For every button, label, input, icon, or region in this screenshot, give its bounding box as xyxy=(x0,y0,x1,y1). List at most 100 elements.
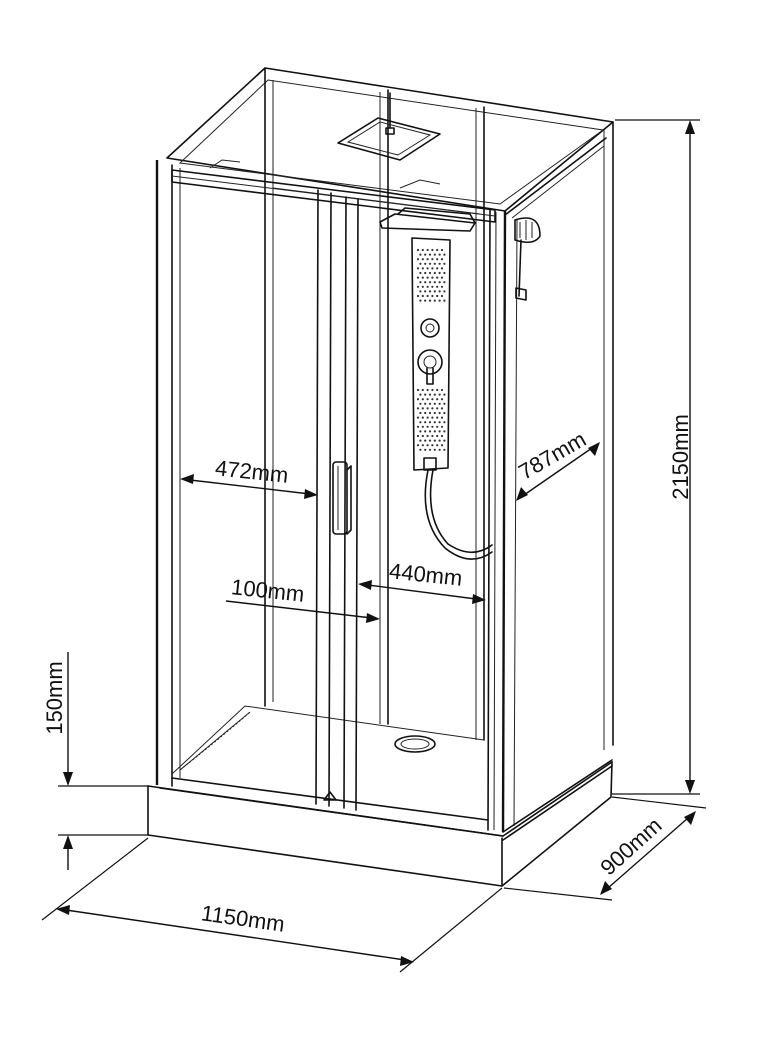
jet-dot xyxy=(433,281,436,284)
jet-dot xyxy=(424,439,427,442)
jet-dot xyxy=(426,407,429,410)
jet-dot xyxy=(440,398,444,401)
jet-dot xyxy=(443,281,446,284)
jet-dot xyxy=(428,253,432,256)
jet-dot xyxy=(436,434,439,438)
jet-dot xyxy=(416,267,420,270)
jet-dot xyxy=(438,411,441,415)
dimension-depth: 900mm xyxy=(503,796,707,901)
jet-dot xyxy=(431,398,434,401)
jet-dot xyxy=(440,294,444,298)
jet-dot xyxy=(436,388,439,392)
jet-dot xyxy=(419,299,422,302)
label-panel-width: 440mm xyxy=(388,558,464,591)
jet-dot xyxy=(426,425,429,428)
jet-dot xyxy=(428,299,432,302)
jet-dot xyxy=(419,271,422,275)
jet-dot xyxy=(443,430,446,433)
jet-dot xyxy=(431,285,434,288)
drain xyxy=(394,735,436,753)
jet-dot xyxy=(431,425,434,428)
jet-dot xyxy=(443,262,446,265)
jet-dot xyxy=(424,299,427,302)
jet-dot xyxy=(426,285,429,288)
jet-dot xyxy=(421,407,424,410)
jet-dot xyxy=(426,276,429,279)
jet-dot xyxy=(433,402,436,405)
label-door-width: 472mm xyxy=(214,455,290,488)
jet-dot xyxy=(416,407,420,410)
jet-dot xyxy=(443,448,446,451)
jet-dot xyxy=(428,393,432,396)
jet-dot xyxy=(436,276,439,279)
jet-dot xyxy=(416,416,420,419)
jet-dot xyxy=(421,267,424,270)
jet-dot xyxy=(431,267,434,270)
jet-dot xyxy=(421,434,424,438)
jet-dot xyxy=(416,285,420,288)
jet-dot xyxy=(438,271,441,275)
jet-dot xyxy=(424,430,427,433)
label-door-gap: 100mm xyxy=(230,574,306,607)
massage-jets-bottom xyxy=(416,388,446,451)
massage-jets-top xyxy=(416,248,446,302)
jet-dot xyxy=(436,444,439,447)
jet-dot xyxy=(438,262,441,265)
jet-dot xyxy=(421,258,424,261)
jet-dot xyxy=(424,421,427,424)
jet-dot xyxy=(443,421,446,424)
jet-dot xyxy=(428,439,432,442)
mixer-knob xyxy=(417,349,443,375)
jet-dot xyxy=(431,248,434,252)
jet-dot xyxy=(428,262,432,265)
jet-dot xyxy=(438,253,441,256)
jet-dot xyxy=(443,393,446,396)
hand-shower xyxy=(514,217,541,301)
temperature-knob xyxy=(420,318,440,338)
jet-dot xyxy=(421,425,424,428)
jet-dot xyxy=(419,421,422,424)
jet-dot xyxy=(433,421,436,424)
jet-dot xyxy=(433,290,436,293)
jet-dot xyxy=(440,425,444,428)
jet-dot xyxy=(438,281,441,284)
dimension-height-total: 2150mm xyxy=(612,119,700,795)
jet-dot xyxy=(419,439,422,442)
jet-dot xyxy=(436,248,439,252)
jet-dot xyxy=(421,398,424,401)
jet-dot xyxy=(416,276,420,279)
door-roller xyxy=(323,791,337,801)
jet-dot xyxy=(440,258,444,261)
jet-dot xyxy=(431,258,434,261)
shower-column-panel xyxy=(379,207,493,560)
dimension-panel-width: 440mm xyxy=(358,558,486,604)
jet-dot xyxy=(421,416,424,419)
jet-dot xyxy=(421,285,424,288)
jet-dot xyxy=(436,416,439,419)
jet-dot xyxy=(424,281,427,284)
jet-dot xyxy=(428,411,432,415)
jet-dot xyxy=(438,393,441,396)
jet-dot xyxy=(416,388,420,392)
jet-dot xyxy=(440,276,444,279)
jet-dot xyxy=(419,411,422,415)
jet-dot xyxy=(416,434,420,438)
jet-dot xyxy=(416,425,420,428)
label-height-total: 2150mm xyxy=(668,414,693,500)
jet-dot xyxy=(424,448,427,451)
jet-dot xyxy=(443,290,446,293)
jet-dot xyxy=(431,388,434,392)
jet-dot xyxy=(424,411,427,415)
jet-dot xyxy=(428,421,432,424)
jet-dot xyxy=(428,271,432,275)
jet-dot xyxy=(431,407,434,410)
jet-dot xyxy=(426,258,429,261)
jet-dot xyxy=(443,253,446,256)
jet-dot xyxy=(431,276,434,279)
jet-dot xyxy=(419,448,422,451)
jet-dot xyxy=(419,430,422,433)
shower-hose xyxy=(424,469,493,560)
jet-dot xyxy=(433,411,436,415)
jet-dot xyxy=(438,448,441,451)
